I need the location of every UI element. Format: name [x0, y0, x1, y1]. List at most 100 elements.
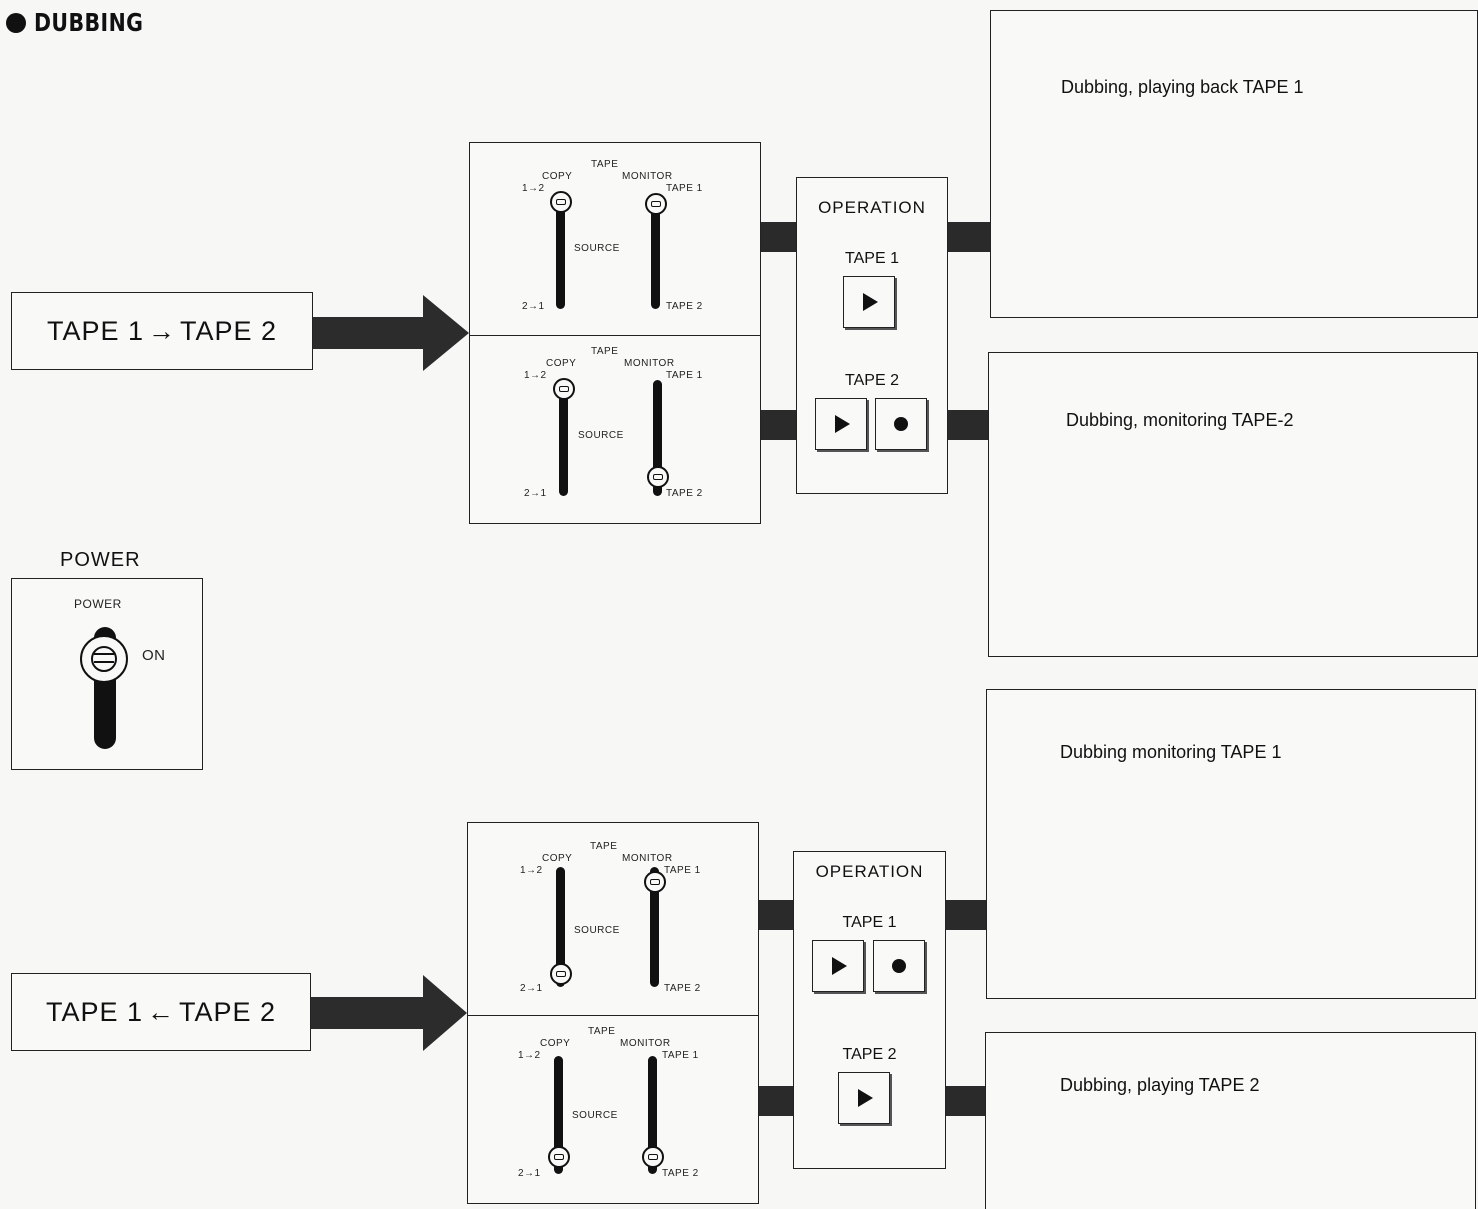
tape2-play-button[interactable] — [815, 398, 867, 450]
panel-half-upper: TAPE COPY MONITOR 1→2 TAPE 1 SOURCE 2→1 … — [468, 823, 758, 1015]
result-box-bottom-lower: Dubbing, playing TAPE 2 — [985, 1032, 1476, 1209]
copy-1-2-label: 1→2 — [522, 183, 545, 194]
monitor-switch-knob[interactable] — [642, 1146, 664, 1168]
copy-switch-knob[interactable] — [548, 1146, 570, 1168]
monitor-tape1-label: TAPE 1 — [666, 370, 703, 381]
source-label: SOURCE — [578, 430, 624, 441]
tape1-record-button[interactable] — [873, 940, 925, 992]
switch-panel-top: TAPE COPY MONITOR 1→2 TAPE 1 SOURCE 2→1 … — [469, 142, 761, 524]
tape-label: TAPE — [588, 1026, 616, 1037]
operation-tape1-label: TAPE 1 — [845, 250, 899, 267]
power-panel: POWER ON — [11, 578, 203, 770]
panel-half-lower: TAPE COPY MONITOR 1→2 TAPE 1 SOURCE 2→1 … — [470, 335, 760, 523]
monitor-label: MONITOR — [620, 1038, 671, 1049]
monitor-label: MONITOR — [622, 853, 673, 864]
mode-right-text: TAPE 2 — [179, 996, 277, 1027]
monitor-switch-track[interactable] — [651, 195, 660, 309]
monitor-tape1-label: TAPE 1 — [664, 865, 701, 876]
mode-arrow-text: ← — [147, 996, 175, 1027]
switch-panel-bottom: TAPE COPY MONITOR 1→2 TAPE 1 SOURCE 2→1 … — [467, 822, 759, 1204]
connector-bar — [759, 900, 795, 930]
copy-switch-knob[interactable] — [550, 191, 572, 213]
source-label: SOURCE — [572, 1110, 618, 1121]
monitor-switch-track[interactable] — [648, 1056, 657, 1174]
result-caption: Dubbing, monitoring TAPE-2 — [1066, 410, 1294, 430]
copy-2-1-label: 2→1 — [522, 301, 545, 312]
play-icon — [835, 415, 850, 433]
copy-switch-track[interactable] — [554, 1056, 563, 1174]
operation-tape2-label: TAPE 2 — [845, 372, 899, 389]
operation-panel-bottom: OPERATION TAPE 1 TAPE 2 — [793, 851, 946, 1169]
connector-bar — [945, 900, 987, 930]
monitor-tape1-label: TAPE 1 — [666, 183, 703, 194]
mode-label-bottom: TAPE 1 ← TAPE 2 — [11, 973, 311, 1051]
panel-half-upper: TAPE COPY MONITOR 1→2 TAPE 1 SOURCE 2→1 … — [470, 143, 760, 335]
power-knob-inner — [91, 646, 117, 672]
copy-2-1-label: 2→1 — [520, 983, 543, 994]
operation-tape1-label: TAPE 1 — [842, 914, 897, 931]
tape-label: TAPE — [591, 346, 619, 357]
mode-left-text: TAPE 1 — [45, 996, 143, 1027]
tape-label: TAPE — [590, 841, 618, 852]
monitor-tape2-label: TAPE 2 — [666, 488, 703, 499]
copy-1-2-label: 1→2 — [524, 370, 547, 381]
monitor-label: MONITOR — [624, 358, 675, 369]
result-box-bottom-upper: Dubbing monitoring TAPE 1 — [986, 689, 1476, 999]
mode-label-top: TAPE 1 → TAPE 2 — [11, 292, 313, 370]
monitor-tape2-label: TAPE 2 — [664, 983, 701, 994]
tape1-play-button[interactable] — [812, 940, 864, 992]
monitor-switch-knob[interactable] — [644, 871, 666, 893]
power-knob-line — [94, 661, 114, 663]
record-icon — [892, 959, 906, 973]
monitor-tape2-label: TAPE 2 — [662, 1168, 699, 1179]
power-on-label: ON — [142, 647, 166, 664]
connector-bar — [759, 1086, 795, 1116]
monitor-label: MONITOR — [622, 171, 673, 182]
copy-label: COPY — [542, 853, 573, 864]
monitor-tape1-label: TAPE 1 — [662, 1050, 699, 1061]
source-label: SOURCE — [574, 243, 620, 254]
tape2-play-button[interactable] — [838, 1072, 890, 1124]
section-header: DUBBING — [6, 8, 167, 37]
record-icon — [894, 417, 908, 431]
operation-title: OPERATION — [815, 862, 924, 881]
copy-switch-knob[interactable] — [550, 963, 572, 985]
right-arrow-icon — [313, 295, 469, 371]
result-caption: Dubbing, playing TAPE 2 — [1060, 1075, 1260, 1095]
copy-2-1-label: 2→1 — [518, 1168, 541, 1179]
play-icon — [832, 957, 847, 975]
power-switch-knob[interactable] — [80, 635, 128, 683]
monitor-switch-track[interactable] — [650, 867, 659, 987]
tape1-play-button[interactable] — [843, 276, 895, 328]
copy-switch-track[interactable] — [559, 380, 568, 496]
operation-panel-top: OPERATION TAPE 1 TAPE 2 — [796, 177, 948, 494]
copy-2-1-label: 2→1 — [524, 488, 547, 499]
copy-switch-track[interactable] — [556, 195, 565, 309]
panel-half-lower: TAPE COPY MONITOR 1→2 TAPE 1 SOURCE 2→1 … — [468, 1015, 758, 1203]
play-icon — [863, 293, 878, 311]
right-arrow-icon — [311, 975, 467, 1051]
tape2-record-button[interactable] — [875, 398, 927, 450]
result-caption: Dubbing monitoring TAPE 1 — [1060, 742, 1282, 762]
connector-bar — [947, 222, 991, 252]
connector-bar — [947, 410, 989, 440]
power-title: POWER — [60, 549, 141, 571]
copy-switch-track[interactable] — [556, 867, 565, 987]
copy-1-2-label: 1→2 — [520, 865, 543, 876]
connector-bar — [761, 222, 797, 252]
monitor-switch-knob[interactable] — [645, 193, 667, 215]
copy-label: COPY — [540, 1038, 571, 1049]
mode-arrow-text: → — [148, 315, 176, 346]
result-caption: Dubbing, playing back TAPE 1 — [1061, 77, 1304, 97]
copy-1-2-label: 1→2 — [518, 1050, 541, 1061]
monitor-tape2-label: TAPE 2 — [666, 301, 703, 312]
monitor-switch-knob[interactable] — [647, 466, 669, 488]
operation-tape2-label: TAPE 2 — [842, 1046, 897, 1063]
monitor-switch-track[interactable] — [653, 380, 662, 496]
copy-switch-knob[interactable] — [553, 378, 575, 400]
tape-label: TAPE — [591, 159, 619, 170]
copy-label: COPY — [546, 358, 577, 369]
source-label: SOURCE — [574, 925, 620, 936]
mode-right-text: TAPE 2 — [180, 315, 278, 346]
page-title: DUBBING — [34, 8, 144, 37]
